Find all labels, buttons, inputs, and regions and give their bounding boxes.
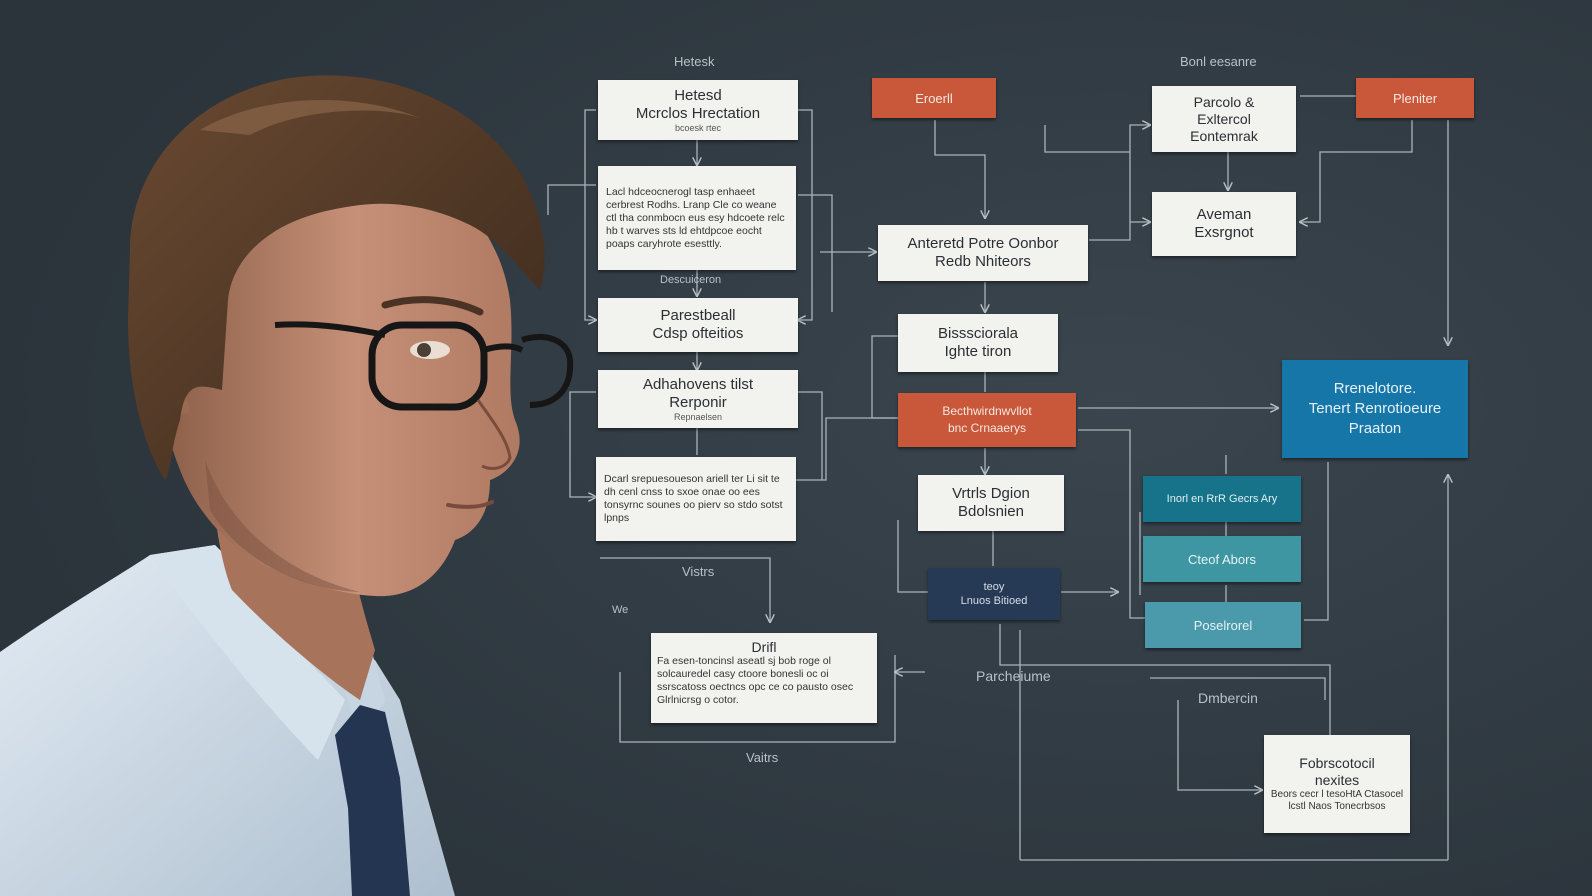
label-vaitrs: Vaitrs bbox=[746, 750, 779, 765]
box-parestbeall-title: Parestbeall Cdsp ofteitios bbox=[652, 307, 744, 342]
label-top-left: Hetesk bbox=[674, 54, 715, 69]
box-parcolo: Parcolo & Exltercol Eontemrak bbox=[1152, 86, 1296, 152]
jaw-shadow bbox=[205, 460, 360, 592]
box-paragraph-1: Lacl hdceocnerogl tasp enhaeet cerbrest … bbox=[598, 166, 796, 270]
label-mid-left: Descuiceron bbox=[660, 274, 722, 286]
hair-highlight bbox=[200, 99, 420, 135]
box-fobrscotocil-text: Beors cecr l tesoHtA Ctasocel lcstl Naos… bbox=[1270, 789, 1404, 812]
box-drifl-title: Drifl bbox=[751, 639, 777, 655]
box-pleniter: Pleniter bbox=[1356, 78, 1474, 118]
label-dmbercin: Dmbercin bbox=[1198, 690, 1258, 706]
box-poselrorel-title: Poselrorel bbox=[1193, 617, 1253, 633]
hair bbox=[128, 75, 545, 481]
mouth bbox=[446, 500, 494, 509]
box-cteof-title: Cteof Abors bbox=[1188, 551, 1256, 567]
box-eroerll-title: Eroerll bbox=[915, 90, 953, 106]
box-parestbeall: Parestbeall Cdsp ofteitios bbox=[598, 298, 798, 352]
box-pleniter-title: Pleniter bbox=[1392, 90, 1438, 106]
box-fobrscotocil: Fobrscotocil nexites Beors cecr l tesoHt… bbox=[1264, 735, 1410, 833]
box-adhahovens: Adhahovens tilst Rerponir Repnaelsen bbox=[598, 370, 798, 428]
box-becthwird: Becthwirdnwvllot bnc Crnaaerys bbox=[898, 393, 1076, 447]
box-paragraph-2: Dcarl srepuesoueson ariell ter Li sit te… bbox=[596, 457, 796, 541]
label-parcheiume: Parcheiume bbox=[976, 668, 1051, 684]
box-aveman: Aveman Exsrgnot bbox=[1152, 192, 1296, 256]
box-fobrscotocil-title: Fobrscotocil nexites bbox=[1299, 755, 1375, 788]
collar bbox=[150, 545, 345, 760]
box-inorl-title: Inorl en RrR Gecrs Ary bbox=[1166, 492, 1278, 505]
box-bisssciorala-title: Bisssciorala Ighte tiron bbox=[937, 325, 1019, 360]
box-adhahovens-title: Adhahovens tilst Rerponir bbox=[642, 375, 754, 411]
box-lnuos-title: teoy Lnuos Bitioed bbox=[960, 581, 1028, 607]
iris bbox=[417, 343, 431, 357]
label-side-left: We bbox=[612, 604, 629, 616]
box-paragraph-2-text: Dcarl srepuesoueson ariell ter Li sit te… bbox=[604, 473, 783, 524]
box-cteof: Cteof Abors bbox=[1143, 536, 1301, 582]
box-vrtrls: Vrtrls Dgion Bdolsnien bbox=[918, 475, 1064, 531]
box-hetesd-title: Hetesd Mcrclos Hrectation bbox=[635, 86, 761, 122]
box-inorl: Inorl en RrR Gecrs Ary bbox=[1143, 476, 1301, 522]
box-lnuos: teoy Lnuos Bitioed bbox=[928, 568, 1060, 620]
tie bbox=[335, 705, 410, 896]
box-anteretd: Anteretd Potre Oonbor Redb Nhiteors bbox=[878, 225, 1088, 281]
box-adhahovens-sub: Repnaelsen bbox=[673, 411, 723, 422]
glasses bbox=[274, 321, 574, 411]
box-paragraph-1-text: Lacl hdceocnerogl tasp enhaeet cerbrest … bbox=[606, 185, 785, 250]
box-hetesd: Hetesd Mcrclos Hrectation bcoesk rtec bbox=[598, 80, 798, 140]
eyebrow bbox=[381, 296, 484, 316]
box-rrenelotore-title: Rrenelotore. Tenert Renrotioeure Praaton bbox=[1308, 380, 1442, 437]
box-hetesd-sub: bcoesk rtec bbox=[674, 122, 722, 133]
box-poselrorel: Poselrorel bbox=[1145, 602, 1301, 648]
box-aveman-title: Aveman Exsrgnot bbox=[1194, 206, 1254, 241]
label-top-right: Bonl eesanre bbox=[1180, 54, 1257, 69]
box-parcolo-title: Parcolo & Exltercol Eontemrak bbox=[1190, 93, 1258, 144]
nose bbox=[476, 399, 512, 470]
connector-lines bbox=[547, 95, 1448, 861]
box-bisssciorala: Bisssciorala Ighte tiron bbox=[898, 314, 1058, 372]
box-drifl: Drifl Fa esen-toncinsl aseatl sj bob rog… bbox=[651, 633, 877, 723]
box-vrtrls-title: Vrtrls Dgion Bdolsnien bbox=[952, 485, 1030, 520]
shirt bbox=[0, 545, 455, 896]
box-rrenelotore: Rrenelotore. Tenert Renrotioeure Praaton bbox=[1282, 360, 1468, 458]
box-becthwird-title: Becthwirdnwvllot bnc Crnaaerys bbox=[942, 404, 1032, 435]
person-portrait bbox=[0, 75, 574, 896]
box-anteretd-title: Anteretd Potre Oonbor Redb Nhiteors bbox=[907, 235, 1059, 270]
label-vista: Vistrs bbox=[682, 564, 715, 579]
box-drifl-text: Fa esen-toncinsl aseatl sj bob roge ol s… bbox=[657, 655, 854, 706]
box-eroerll: Eroerll bbox=[872, 78, 996, 118]
